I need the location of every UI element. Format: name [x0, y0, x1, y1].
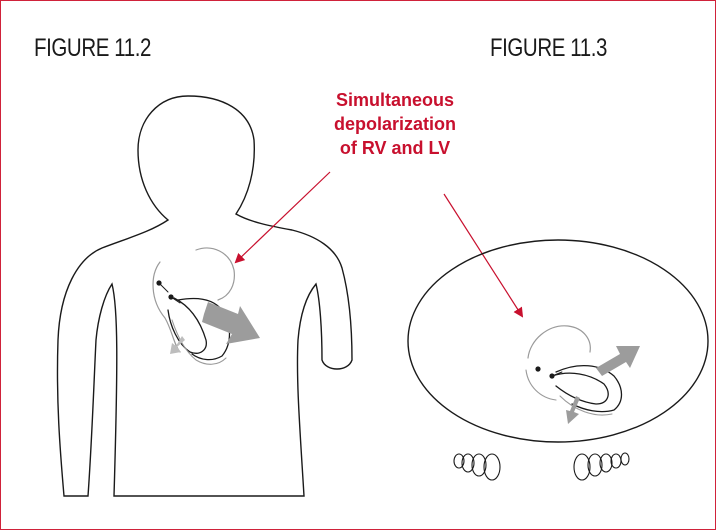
chest-cross-section: [408, 240, 708, 442]
pointer-arrow-right: [444, 194, 522, 316]
torso-silhouette: [57, 96, 352, 496]
complex-loops-left: [454, 454, 500, 480]
electrode-dot: [535, 366, 540, 371]
vector-arrow-large: [202, 302, 260, 344]
heart-diagram-left: [153, 248, 234, 364]
vector-arrow-large: [596, 346, 640, 376]
vector-arrow-small: [566, 396, 580, 424]
pointer-arrow-left: [236, 172, 330, 262]
complex-loops-right: [574, 453, 629, 480]
